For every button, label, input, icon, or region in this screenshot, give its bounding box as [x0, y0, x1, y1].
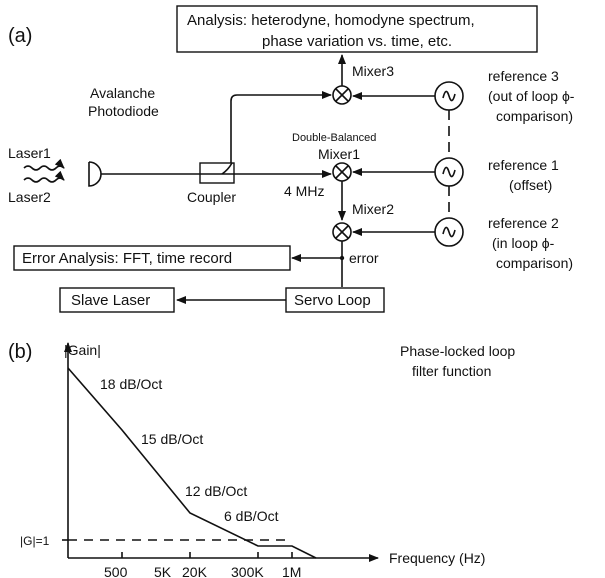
gain-axis-label: |Gain| [64, 342, 101, 358]
reference3-label-line3: comparison) [496, 108, 573, 124]
tick-label-300k: 300K [231, 564, 264, 578]
slave-laser-box: Slave Laser [59, 287, 175, 313]
error-analysis-label: Error Analysis: FFT, time record [22, 250, 232, 267]
reference1-label-line1: reference 1 [488, 157, 559, 173]
reference3-label-line2: (out of loop ϕ- [488, 88, 575, 104]
laser1-label: Laser1 [8, 145, 51, 161]
tick-label-5k: 5K [154, 564, 172, 578]
x-ticks: 500 5K 20K 300K 1M [104, 552, 301, 578]
tick-label-500: 500 [104, 564, 128, 578]
mixer1-label-line1: Double-Balanced [292, 132, 376, 144]
mixer1-label-line2: Mixer1 [318, 146, 360, 162]
error-analysis-box: Error Analysis: FFT, time record [13, 245, 291, 271]
slope-15db-label: 15 dB/Oct [141, 431, 203, 447]
reference3-oscillator-icon [434, 81, 464, 111]
slope-12db-label: 12 dB/Oct [185, 483, 247, 499]
mixer1-symbol [332, 162, 352, 182]
mixer2-symbol [332, 222, 352, 242]
unity-gain-label: |G|=1 [20, 534, 50, 548]
tick-label-1m: 1M [282, 564, 301, 578]
coupler-symbol [199, 162, 235, 184]
mixer3-symbol [332, 85, 352, 105]
laser2-label: Laser2 [8, 189, 51, 205]
reference1-label-line2: (offset) [509, 177, 552, 193]
reference1-oscillator-icon [434, 157, 464, 187]
coupler-label: Coupler [187, 189, 236, 205]
reference2-oscillator-icon [434, 217, 464, 247]
photodiode-icon [88, 161, 102, 187]
analysis-box: Analysis: heterodyne, homodyne spectrum,… [176, 5, 538, 53]
panel-b-label: (b) [8, 341, 32, 363]
reference3-label-line1: reference 3 [488, 68, 559, 84]
mixer3-label: Mixer3 [352, 63, 394, 79]
freq-4mhz-label: 4 MHz [284, 183, 324, 199]
apd-label-line2: Photodiode [88, 103, 159, 119]
apd-label-line1: Avalanche [90, 85, 155, 101]
coupler-to-mixer3-arrow [230, 91, 332, 163]
servo-loop-label: Servo Loop [294, 292, 371, 309]
tick-label-20k: 20K [182, 564, 208, 578]
reference2-label-line2: (in loop ϕ- [492, 235, 555, 251]
reference2-label-line3: comparison) [496, 255, 573, 271]
error-label: error [349, 250, 379, 266]
servo-loop-box: Servo Loop [285, 287, 385, 313]
x-axis-label: Frequency (Hz) [389, 550, 485, 566]
slave-laser-label: Slave Laser [71, 292, 150, 309]
laser2-beam [23, 170, 65, 183]
mixer2-label: Mixer2 [352, 201, 394, 217]
panel-a-label: (a) [8, 25, 32, 47]
plot-title-line2: filter function [412, 363, 491, 379]
reference2-label-line1: reference 2 [488, 215, 559, 231]
analysis-line2: phase variation vs. time, etc. [262, 33, 452, 50]
analysis-line1: Analysis: heterodyne, homodyne spectrum, [187, 12, 475, 29]
filter-response-curve [67, 367, 317, 559]
laser1-beam [23, 158, 65, 171]
plot-title-line1: Phase-locked loop [400, 343, 515, 359]
slope-18db-label: 18 dB/Oct [100, 376, 162, 392]
slope-6db-label: 6 dB/Oct [224, 508, 279, 524]
